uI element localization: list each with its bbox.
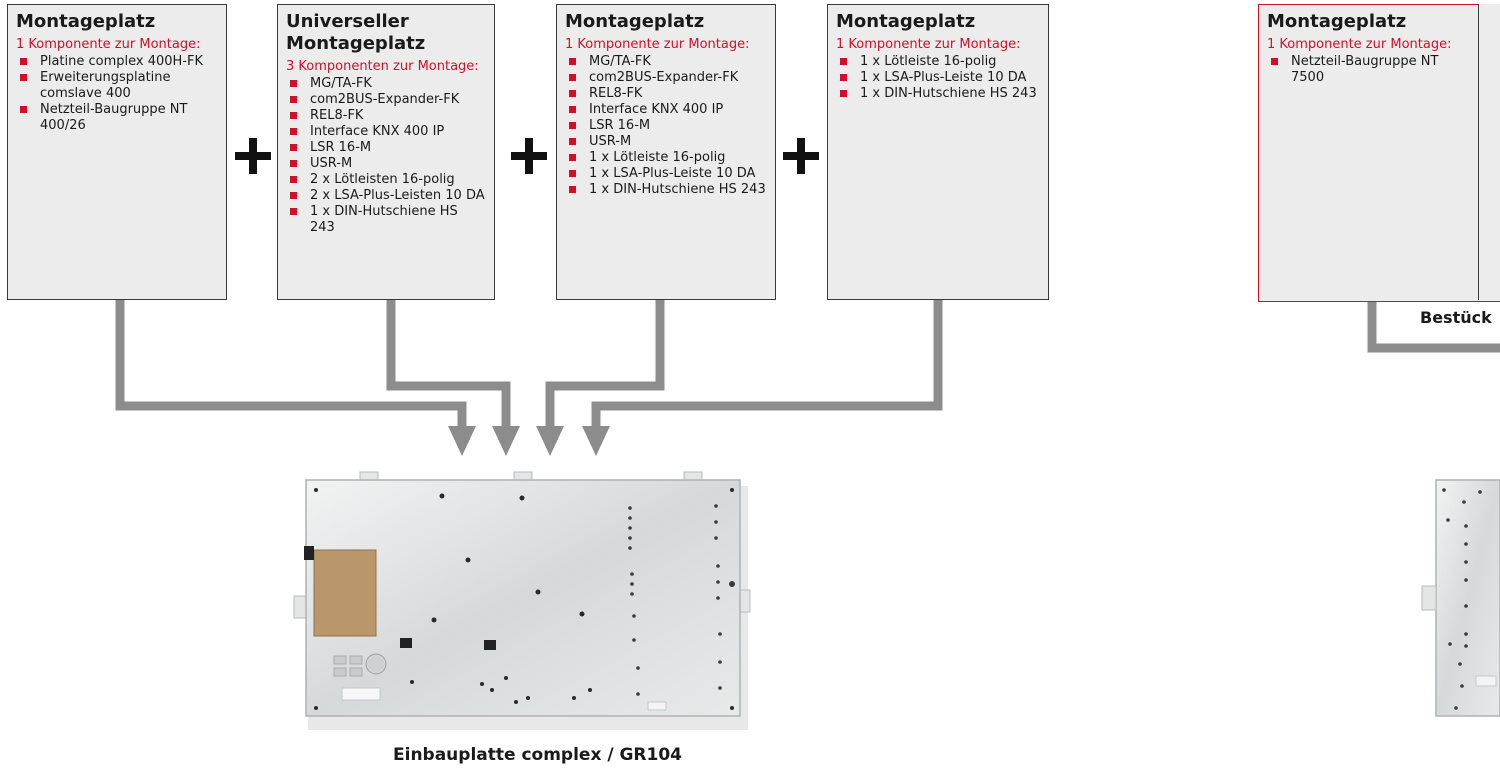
- list-item: com2BUS-Expander-FK: [565, 70, 767, 86]
- arrow-from-box-5: [1367, 302, 1500, 353]
- list-item: com2BUS-Expander-FK: [286, 92, 486, 108]
- list-item: 1 x Lötleiste 16-polig: [836, 54, 1040, 70]
- list-item: 2 x Lötleisten 16-polig: [286, 172, 486, 188]
- list-item: Netzteil-Baugruppe NT 400/26: [16, 102, 218, 134]
- mounting-plate-image: [292, 466, 754, 736]
- list-item: USR-M: [286, 156, 486, 172]
- plus-icon: [783, 138, 819, 174]
- list-item: LSR 16-M: [565, 118, 767, 134]
- plus-icon: [235, 138, 271, 174]
- box-title: Montageplatz: [565, 11, 705, 32]
- box-subtitle: 1 Komponente zur Montage:: [565, 37, 750, 52]
- list-item: USR-M: [565, 134, 767, 150]
- plus-icon: [511, 138, 547, 174]
- list-item: REL8-FK: [286, 108, 486, 124]
- list-item: MG/TA-FK: [565, 54, 767, 70]
- list-item: LSR 16-M: [286, 140, 486, 156]
- list-item: Interface KNX 400 IP: [565, 102, 767, 118]
- mounting-slot-box-3: Montageplatz 1 Komponente zur Montage: M…: [556, 4, 776, 300]
- list-item: 1 x LSA-Plus-Leiste 10 DA: [836, 70, 1040, 86]
- box-title: Montageplatz: [1267, 11, 1407, 32]
- box-subtitle: 1 Komponente zur Montage:: [1267, 37, 1452, 52]
- list-item: REL8-FK: [565, 86, 767, 102]
- arrow-from-box-2: [386, 300, 511, 428]
- box-5-inner-panel: [1478, 4, 1500, 300]
- mounting-plate-image-partial: [1420, 468, 1500, 728]
- arrowhead-4: [582, 426, 610, 456]
- box-subtitle: 1 Komponente zur Montage:: [16, 37, 201, 52]
- arrow-from-box-1: [115, 300, 467, 428]
- list-item: 1 x DIN-Hutschiene HS 243: [565, 182, 767, 198]
- box-title: Montageplatz: [16, 11, 156, 32]
- list-item: Netzteil-Baugruppe NT 7500: [1267, 54, 1463, 86]
- list-item: 1 x Lötleiste 16-polig: [565, 150, 767, 166]
- mounting-slot-box-5: Montageplatz 1 Komponente zur Montage: N…: [1258, 4, 1500, 302]
- list-item: MG/TA-FK: [286, 76, 486, 92]
- partial-caption: Bestück: [1420, 308, 1492, 327]
- box-subtitle: 3 Komponenten zur Montage:: [286, 59, 479, 74]
- arrowhead-3: [536, 426, 564, 456]
- list-item: 1 x LSA-Plus-Leiste 10 DA: [565, 166, 767, 182]
- arrow-from-box-4: [591, 300, 943, 428]
- arrow-from-box-3: [545, 300, 665, 428]
- arrowhead-2: [492, 426, 520, 456]
- list-item: Erweiterungsplatine comslave 400: [16, 70, 218, 102]
- box-title: Universeller Montageplatz: [286, 11, 426, 54]
- list-item: 2 x LSA-Plus-Leisten 10 DA: [286, 188, 486, 204]
- mounting-slot-box-4: Montageplatz 1 Komponente zur Montage: 1…: [827, 4, 1049, 300]
- mounting-slot-box-1: Montageplatz 1 Komponente zur Montage: P…: [7, 4, 227, 300]
- list-item: Interface KNX 400 IP: [286, 124, 486, 140]
- list-item: Platine complex 400H-FK: [16, 54, 218, 70]
- list-item: 1 x DIN-Hutschiene HS 243: [286, 204, 486, 236]
- plate-caption: Einbauplatte complex / GR104: [393, 745, 682, 765]
- list-item: 1 x DIN-Hutschiene HS 243: [836, 86, 1040, 102]
- arrowhead-1: [448, 426, 476, 456]
- box-subtitle: 1 Komponente zur Montage:: [836, 37, 1021, 52]
- box-title: Montageplatz: [836, 11, 976, 32]
- mounting-slot-box-2: Universeller Montageplatz 3 Komponenten …: [277, 4, 495, 300]
